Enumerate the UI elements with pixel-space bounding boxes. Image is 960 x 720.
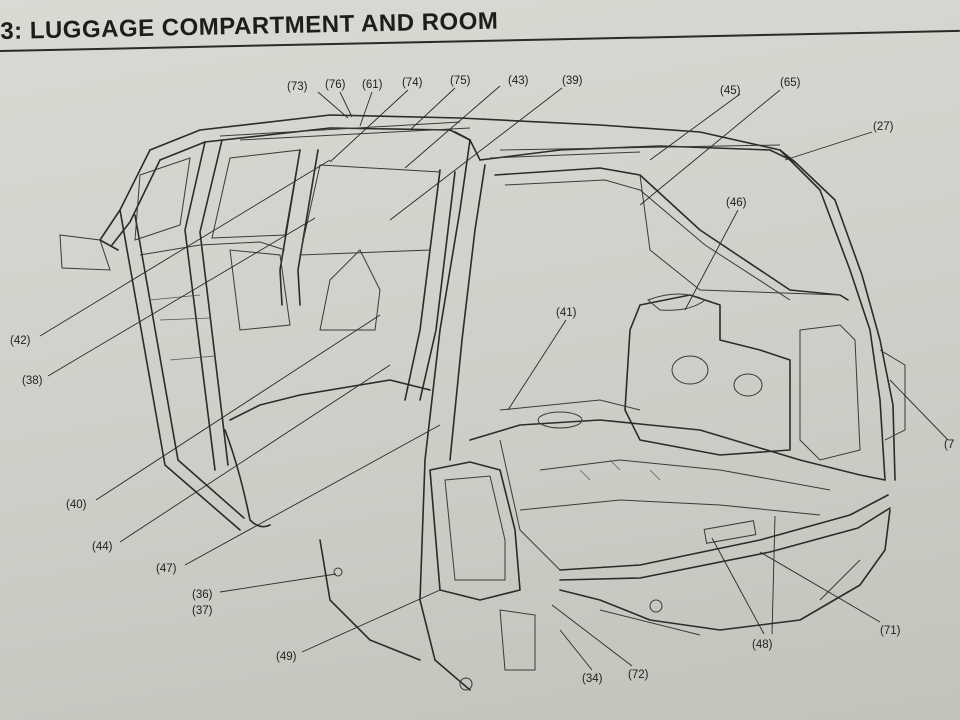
callout-labels: (73) (76) (61) (74) (75) (43) (39) (45) … xyxy=(10,75,954,685)
callout-49: (49) xyxy=(276,651,297,663)
callout-42: (42) xyxy=(10,335,31,347)
callout-7: (7 xyxy=(944,439,954,451)
callout-75: (75) xyxy=(450,75,471,87)
callout-40: (40) xyxy=(66,499,87,511)
callout-48: (48) xyxy=(752,639,773,651)
callout-74: (74) xyxy=(402,77,423,89)
callout-44: (44) xyxy=(92,541,113,553)
callout-38: (38) xyxy=(22,375,43,387)
callout-45: (45) xyxy=(720,85,741,97)
callout-36: (36) xyxy=(192,589,213,601)
callout-46: (46) xyxy=(726,197,747,209)
callout-71: (71) xyxy=(880,625,901,637)
callout-41: (41) xyxy=(556,307,577,319)
callout-73: (73) xyxy=(287,81,308,93)
callout-61: (61) xyxy=(362,79,383,91)
callout-76: (76) xyxy=(325,79,346,91)
callout-43: (43) xyxy=(508,75,529,87)
callout-47: (47) xyxy=(156,563,177,575)
callout-34: (34) xyxy=(582,673,603,685)
callout-37: (37) xyxy=(192,605,213,617)
callout-39: (39) xyxy=(562,75,583,87)
leader-lines xyxy=(39,85,949,671)
callout-65: (65) xyxy=(780,77,801,89)
callout-27: (27) xyxy=(873,121,894,133)
vehicle-body-drawing xyxy=(59,114,906,691)
callout-72: (72) xyxy=(628,669,649,681)
